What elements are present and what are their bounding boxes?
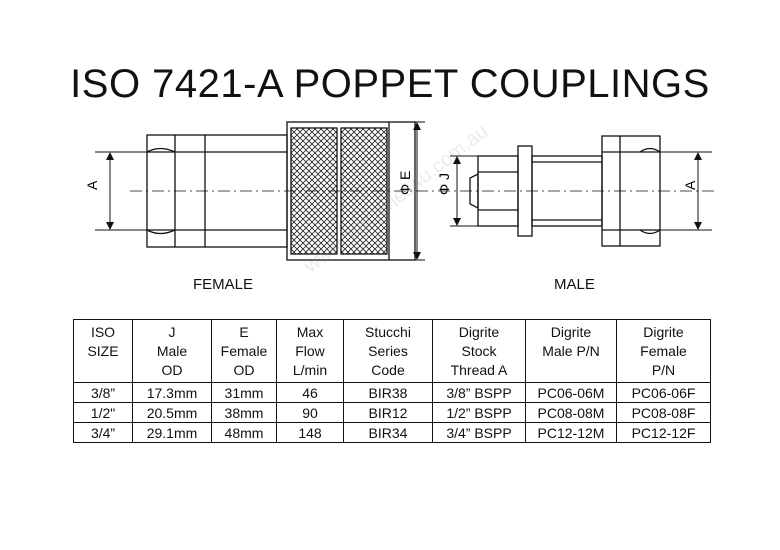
header-digrite-female-pn: Digrite Female P/N bbox=[616, 319, 711, 383]
dimension-label-e: Φ E bbox=[397, 171, 413, 195]
cell-max-flow: 46 bbox=[276, 382, 344, 403]
dimension-j bbox=[450, 155, 478, 227]
cell-male-pn: PC06-06M bbox=[525, 382, 617, 403]
header-line: J bbox=[168, 323, 176, 340]
female-coupling-illustration bbox=[146, 121, 416, 261]
header-line: Stock bbox=[461, 342, 497, 359]
cell-e: 31mm bbox=[211, 382, 277, 403]
dimension-label-a-left: A bbox=[84, 180, 100, 190]
cell-stucchi-code: BIR12 bbox=[343, 402, 433, 423]
header-line: Digrite bbox=[458, 323, 500, 340]
header-line: L/min bbox=[292, 361, 328, 378]
header-e-female-od: E Female OD bbox=[211, 319, 277, 383]
header-line: Digrite bbox=[550, 323, 592, 340]
cell-male-pn: PC12-12M bbox=[525, 422, 617, 443]
spec-table: ISO SIZE J Male OD E Female OD Max Flow … bbox=[73, 319, 711, 443]
header-stucchi-code: Stucchi Series Code bbox=[343, 319, 433, 383]
cell-iso-size: 3/4” bbox=[73, 422, 133, 443]
cell-female-pn: PC06-06F bbox=[616, 382, 711, 403]
cell-iso-size: 3/8” bbox=[73, 382, 133, 403]
cell-max-flow: 148 bbox=[276, 422, 344, 443]
cell-thread: 3/4” BSPP bbox=[432, 422, 526, 443]
header-line: Series bbox=[368, 342, 408, 359]
cell-j: 17.3mm bbox=[132, 382, 212, 403]
cell-thread: 3/8” BSPP bbox=[432, 382, 526, 403]
cell-max-flow: 90 bbox=[276, 402, 344, 423]
cell-iso-size: 1/2" bbox=[73, 402, 133, 423]
header-iso-size: ISO SIZE bbox=[73, 319, 133, 383]
header-line: Code bbox=[371, 361, 405, 378]
cell-female-pn: PC08-08F bbox=[616, 402, 711, 423]
cell-stucchi-code: BIR34 bbox=[343, 422, 433, 443]
male-coupling-illustration bbox=[469, 135, 661, 247]
header-line: Male P/N bbox=[542, 342, 600, 359]
header-line: Female bbox=[640, 342, 687, 359]
header-max-flow: Max Flow L/min bbox=[276, 319, 344, 383]
header-j-male-od: J Male OD bbox=[132, 319, 212, 383]
header-line: Male bbox=[156, 342, 188, 359]
page-title: ISO 7421-A POPPET COUPLINGS bbox=[70, 62, 710, 106]
dimension-label-a-right: A bbox=[682, 180, 698, 190]
header-line: P/N bbox=[651, 361, 676, 378]
header-line: Digrite bbox=[643, 323, 684, 340]
dimension-a-right bbox=[660, 151, 712, 231]
table-header-row: ISO SIZE J Male OD E Female OD Max Flow … bbox=[73, 319, 711, 383]
header-digrite-male-pn: Digrite Male P/N bbox=[525, 319, 617, 383]
header-line: Flow bbox=[295, 342, 325, 359]
header-line: E bbox=[239, 323, 249, 340]
cell-j: 20.5mm bbox=[132, 402, 212, 423]
coupling-drawing: A Φ E Φ J A bbox=[84, 121, 715, 261]
male-caption: MALE bbox=[554, 276, 595, 293]
header-line: Thread A bbox=[450, 361, 508, 378]
cell-female-pn: PC12-12F bbox=[616, 422, 711, 443]
dimension-a-left bbox=[95, 151, 147, 231]
female-caption: FEMALE bbox=[193, 276, 254, 293]
header-line: ISO bbox=[90, 323, 116, 340]
cell-thread: 1/2” BSPP bbox=[432, 402, 526, 423]
table-row: 3/4” 29.1mm 48mm 148 BIR34 3/4” BSPP PC1… bbox=[73, 422, 711, 443]
cell-e: 48mm bbox=[211, 422, 277, 443]
cell-stucchi-code: BIR38 bbox=[343, 382, 433, 403]
dimension-e bbox=[413, 121, 425, 261]
header-line: Max bbox=[296, 323, 324, 340]
header-line: Female bbox=[220, 342, 268, 359]
header-line: OD bbox=[233, 361, 255, 378]
header-digrite-stock: Digrite Stock Thread A bbox=[432, 319, 526, 383]
header-line: SIZE bbox=[87, 342, 119, 359]
header-line: Stucchi bbox=[365, 323, 411, 340]
cell-e: 38mm bbox=[211, 402, 277, 423]
header-line: OD bbox=[161, 361, 183, 378]
table-row: 3/8” 17.3mm 31mm 46 BIR38 3/8” BSPP PC06… bbox=[73, 382, 711, 403]
cell-j: 29.1mm bbox=[132, 422, 212, 443]
table-row: 1/2" 20.5mm 38mm 90 BIR12 1/2” BSPP PC08… bbox=[73, 402, 711, 423]
cell-male-pn: PC08-08M bbox=[525, 402, 617, 423]
dimension-label-j: Φ J bbox=[436, 173, 452, 195]
